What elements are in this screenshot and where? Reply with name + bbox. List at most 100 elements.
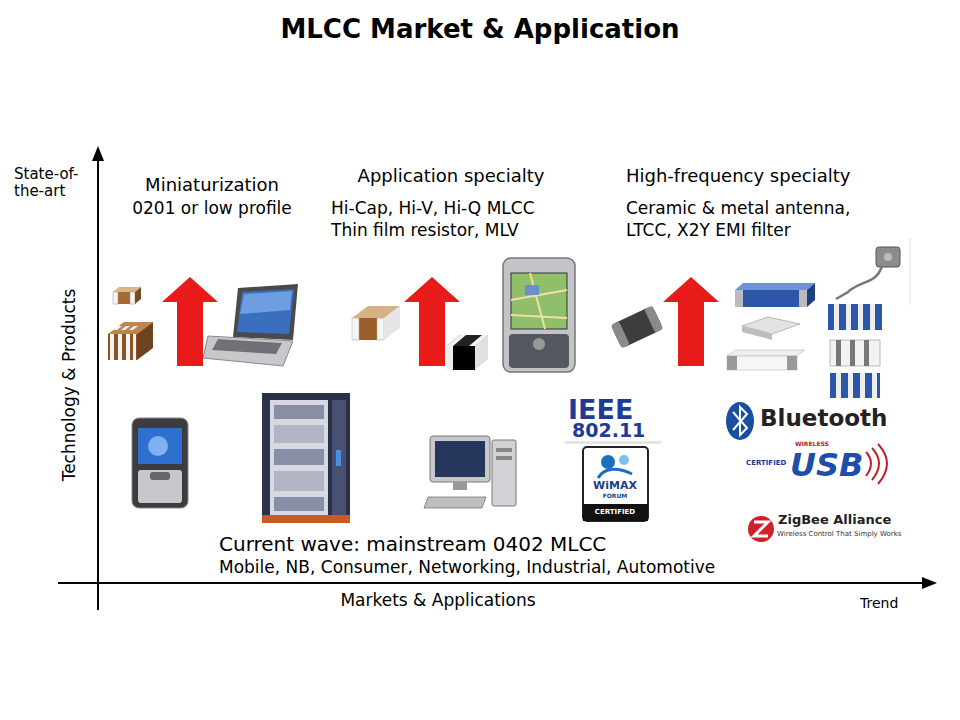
mobile-phone <box>138 428 182 464</box>
chip-antenna <box>848 373 853 398</box>
section-heading: High-frequency specialty <box>626 166 850 187</box>
chip-array <box>108 322 153 360</box>
axis <box>922 577 937 589</box>
chip-antenna <box>828 304 882 330</box>
logo-text: USB <box>790 449 863 481</box>
ltcc-component <box>727 356 737 370</box>
wimax-logo <box>583 504 648 521</box>
desktop-computer <box>496 456 512 460</box>
desktop-computer <box>496 448 512 452</box>
logo-text: CERTIFIED <box>746 460 786 467</box>
chip-array <box>129 326 138 330</box>
chip-antenna <box>828 304 882 398</box>
server-rack <box>274 497 324 511</box>
ltcc-component <box>799 290 807 307</box>
ltcc-component <box>735 290 743 307</box>
chip-array <box>118 334 122 360</box>
axis-label: Markets & Applications <box>340 591 535 611</box>
zigbee-logo <box>748 516 774 542</box>
wimax-logo <box>601 455 615 469</box>
smartphone <box>525 285 539 295</box>
server-rack <box>332 400 346 518</box>
chip-antenna <box>834 304 839 330</box>
metal-antenna <box>876 247 900 267</box>
axis-label: State-of-the-art <box>14 166 94 201</box>
mobile-phone <box>150 472 170 480</box>
wimax-logo <box>583 447 648 521</box>
slide-title: MLCC Market & Application <box>280 15 679 45</box>
section-detail: Mobile, NB, Consumer, Networking, Indust… <box>219 558 715 578</box>
axis <box>97 158 99 610</box>
chip-resistor <box>475 335 488 370</box>
desktop-computer <box>430 436 490 482</box>
smartphone <box>509 334 569 368</box>
chip-antenna <box>860 373 865 398</box>
logo-text: IEEE <box>568 396 633 423</box>
logo-text: 802.11 <box>572 421 645 440</box>
laptop <box>237 289 294 334</box>
wimax-logo <box>598 469 632 478</box>
bluetooth-logo <box>733 407 747 435</box>
chip-resistor <box>447 335 488 370</box>
chip-array <box>110 334 114 360</box>
ltcc-component <box>742 326 772 340</box>
logo-text: ZigBee Alliance <box>778 513 891 526</box>
wimax-logo <box>619 455 629 465</box>
desktop-computer <box>492 440 516 506</box>
section-detail: LTCC, X2Y EMI filter <box>626 221 791 241</box>
chip-capacitor <box>135 287 141 304</box>
logo-text: FORUM <box>603 493 628 499</box>
smartphone <box>533 338 545 350</box>
chip-capacitor <box>352 318 359 340</box>
axis <box>58 582 924 584</box>
server-rack <box>274 471 324 491</box>
laptop <box>240 291 292 314</box>
mobile-phone <box>132 418 188 508</box>
chip-array <box>121 326 130 330</box>
chip-inductor <box>644 305 663 332</box>
chip-capacitor <box>113 287 141 304</box>
section-heading: Current wave: mainstream 0402 MLCC <box>219 533 606 556</box>
chip-antenna <box>836 340 841 366</box>
chip-antenna <box>870 304 875 330</box>
chip-capacitor <box>352 306 400 340</box>
smartphone <box>511 273 567 329</box>
metal-antenna <box>836 238 910 305</box>
mobile-phone <box>132 418 188 508</box>
laptop <box>203 284 298 366</box>
chip-antenna <box>846 304 851 330</box>
metal-antenna <box>910 238 911 305</box>
laptop <box>233 284 298 340</box>
logo-text: CERTIFIED <box>595 509 635 516</box>
wireless-usb-logo <box>866 444 887 484</box>
wireless-usb-logo <box>872 448 879 480</box>
section-detail: Thin film resistor, MLV <box>331 221 519 241</box>
chip-resistor <box>447 346 475 370</box>
section-detail: Ceramic & metal antenna, <box>626 199 850 219</box>
chip-inductor <box>611 321 630 348</box>
chip-array <box>137 322 153 360</box>
server-rack <box>262 393 350 523</box>
logo-text: WIRELESS <box>795 441 829 447</box>
chip-antenna <box>850 340 855 366</box>
trend-arrow <box>162 277 719 366</box>
logo-text: Bluetooth <box>760 407 887 430</box>
smartphone <box>503 258 575 372</box>
server-rack <box>274 405 324 419</box>
section-detail: Hi-Cap, Hi-V, Hi-Q MLCC <box>331 199 535 219</box>
chip-antenna <box>872 373 877 398</box>
ltcc-component <box>807 283 815 307</box>
ltcc-component <box>735 290 807 307</box>
server-rack <box>274 425 324 443</box>
laptop <box>203 336 293 366</box>
chip-array <box>113 326 122 330</box>
chip-capacitor <box>113 292 135 304</box>
section-detail: 0201 or low profile <box>132 199 292 219</box>
chip-array <box>126 334 130 360</box>
metal-antenna <box>884 253 892 261</box>
mobile-phone <box>138 470 182 503</box>
axis-label: Technology & Products <box>60 289 80 482</box>
ltcc-component <box>787 356 797 370</box>
mobile-phone <box>148 436 168 456</box>
server-rack <box>262 515 350 523</box>
